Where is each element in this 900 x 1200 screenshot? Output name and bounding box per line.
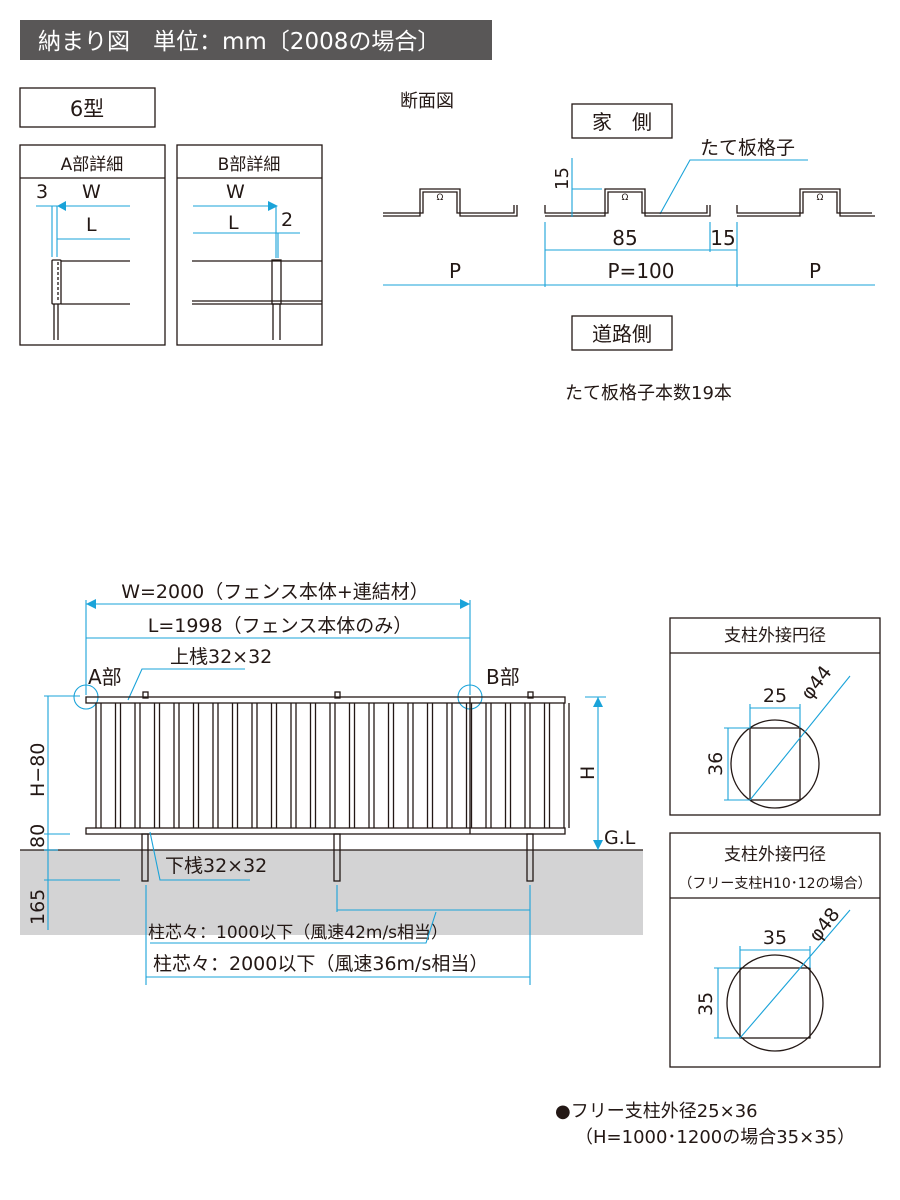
part-b-label: B部 [486,665,520,689]
type-label: 6型 [70,97,104,121]
pickets [95,697,570,834]
gl-label: G.L [604,827,636,849]
dim-165: 165 [27,889,49,925]
post-box-2-subtitle: （フリー支柱H10･12の場合） [678,876,871,892]
dim-w: W [82,181,101,203]
slat-label: たて板格子 [700,137,795,159]
post-cap [527,691,534,699]
omega-icon: Ω [622,193,629,203]
dim-h-minus-80: H−80 [27,743,49,797]
post [526,833,534,882]
post-box-2: 支柱外接円径 （フリー支柱H10･12の場合） 35 35 φ48 [669,832,881,1068]
post-box-1-width: 25 [763,685,787,707]
slat-profile-inner [544,191,708,214]
detail-a: A部詳細 3 W L [19,144,166,346]
dim-l: L [228,212,239,234]
omega-icon: Ω [437,193,444,203]
posts [141,691,534,882]
post [141,833,149,882]
post-box-1-diameter: φ44 [797,662,837,704]
type-box [19,87,156,128]
post [333,833,341,882]
pitch-left: P [449,259,461,283]
slat-profile [737,188,875,217]
post-box-2-title: 支柱外接円径 [724,845,826,865]
section-title: 断面図 [400,91,454,112]
post-box-1: 支柱外接円径 25 36 φ44 [669,617,881,816]
pitch-right: P [809,259,821,283]
bottom-rail-label: 下桟32×32 [165,855,267,877]
page-title: 納まり図 単位：mm〔2008の場合〕 [38,29,440,55]
post-box-2-width: 35 [763,927,787,949]
post-box-2-height: 35 [695,992,717,1016]
dim-80: 80 [27,824,49,848]
dim-3: 3 [36,181,48,203]
slat-profile-inner [383,191,515,214]
dim-h: H [577,766,599,780]
post-pitch-2000: 柱芯々：2000以下（風速36m/s相当） [153,953,488,975]
note-line-2: （H=1000･1200の場合35×35） [575,1127,855,1148]
omega-icon: Ω [817,193,824,203]
note-line-1: ●フリー支柱外径25×36 [555,1101,758,1122]
detail-a-title: A部詳細 [61,155,124,175]
house-side-label: 家 側 [592,110,652,134]
dim-15-vertical: 15 [552,167,573,190]
road-side-label: 道路側 [592,322,652,346]
top-rail-label: 上桟32×32 [170,646,272,668]
dim-l: L [86,214,97,236]
part-a-label: A部 [88,665,122,689]
w-label: W=2000（フェンス本体+連結材） [121,581,429,603]
post-pitch-1000: 柱芯々：1000以下（風速42m/s相当） [148,923,448,943]
dim-w: W [226,181,245,203]
post-box-1-title: 支柱外接円径 [724,626,826,646]
slat-profile [383,188,518,217]
detail-b: B部詳細 W L 2 [176,144,323,346]
slat-profile-inner [736,191,872,214]
dim-2: 2 [281,209,293,231]
l-label: L=1998（フェンス本体のみ） [148,615,412,637]
post-box-1-height: 36 [705,752,727,776]
dim-85: 85 [612,226,637,250]
slat-profile [545,188,711,217]
dim-15: 15 [710,226,735,250]
fence-elevation: W=2000（フェンス本体+連結材） L=1998（フェンス本体のみ） 上桟32… [20,581,643,985]
pitch-center: P=100 [608,259,675,283]
post-cap [142,691,149,699]
title-bar [20,20,492,60]
post-box-2-diameter: φ48 [805,904,845,946]
detail-b-title: B部詳細 [218,155,281,175]
road-side-box [571,315,673,351]
house-side-box [571,103,673,139]
slat-count: たて板格子本数19本 [565,383,732,404]
post-cap [334,691,341,699]
